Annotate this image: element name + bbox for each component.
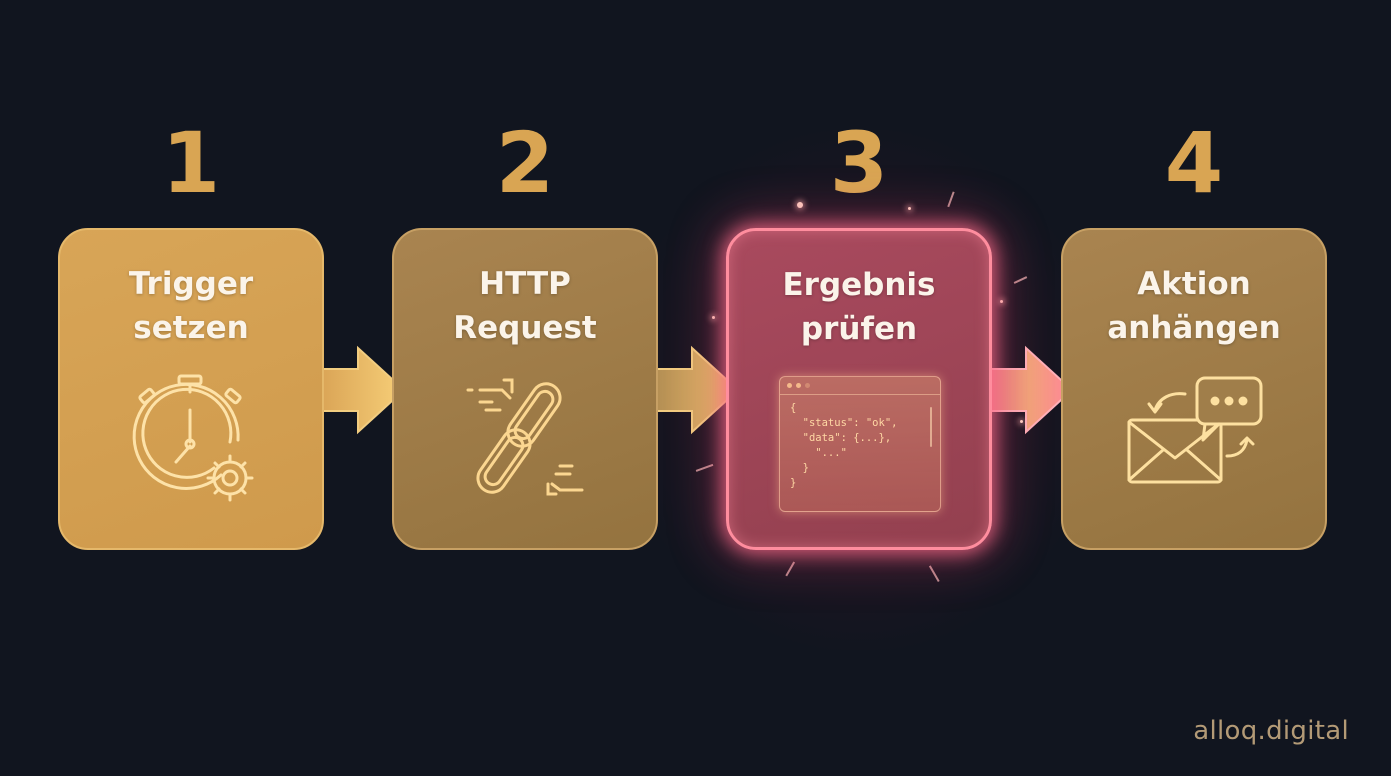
arrow-right-icon	[318, 345, 406, 435]
sparkle	[712, 316, 715, 319]
code-line: {	[790, 402, 797, 414]
step-title: Trigger setzen	[128, 266, 254, 346]
step-title: Ergebnis prüfen	[782, 267, 936, 347]
json-code: { "status": "ok", "data": {...}, "..." }…	[780, 395, 940, 491]
step-number-3: 3	[829, 114, 889, 212]
sparkle	[908, 207, 911, 210]
step-number-4: 4	[1164, 114, 1224, 212]
stopwatch-gear-icon	[132, 374, 254, 502]
window-dot	[805, 383, 810, 388]
step-card-attach-action: Aktion anhängen	[1061, 228, 1327, 550]
step-card-http-request: HTTP Request	[392, 228, 658, 550]
json-code-window: { "status": "ok", "data": {...}, "..." }…	[779, 376, 941, 512]
chain-link-icon	[466, 378, 584, 496]
sparkle	[797, 202, 803, 208]
light-ray	[695, 463, 714, 472]
light-ray	[785, 561, 795, 577]
mail-chat-icon	[1127, 376, 1263, 484]
code-line: "status": "ok",	[790, 417, 898, 429]
sparkle	[1000, 300, 1003, 303]
window-dot	[796, 383, 801, 388]
code-line: }	[790, 462, 809, 474]
step-title: Aktion anhängen	[1107, 266, 1281, 346]
sparkle	[1020, 420, 1023, 423]
code-line: "..."	[790, 447, 847, 459]
step-card-check-result: Ergebnis prüfen { "status": "ok", "data"…	[726, 228, 992, 550]
window-controls	[780, 377, 940, 388]
light-ray	[929, 565, 940, 582]
window-dot	[787, 383, 792, 388]
step-number-1: 1	[161, 114, 221, 212]
divider	[780, 394, 940, 395]
step-number-2: 2	[495, 114, 555, 212]
arrow-right-icon	[986, 345, 1074, 435]
light-ray	[1013, 276, 1028, 284]
code-line: }	[790, 477, 797, 489]
scrollbar	[930, 407, 932, 447]
step-title: HTTP Request	[453, 266, 597, 346]
step-card-trigger: Trigger setzen	[58, 228, 324, 550]
brand-logo: alloq.digital	[1193, 716, 1349, 746]
arrow-right-icon	[652, 345, 740, 435]
code-line: "data": {...},	[790, 432, 892, 444]
light-ray	[947, 191, 955, 208]
